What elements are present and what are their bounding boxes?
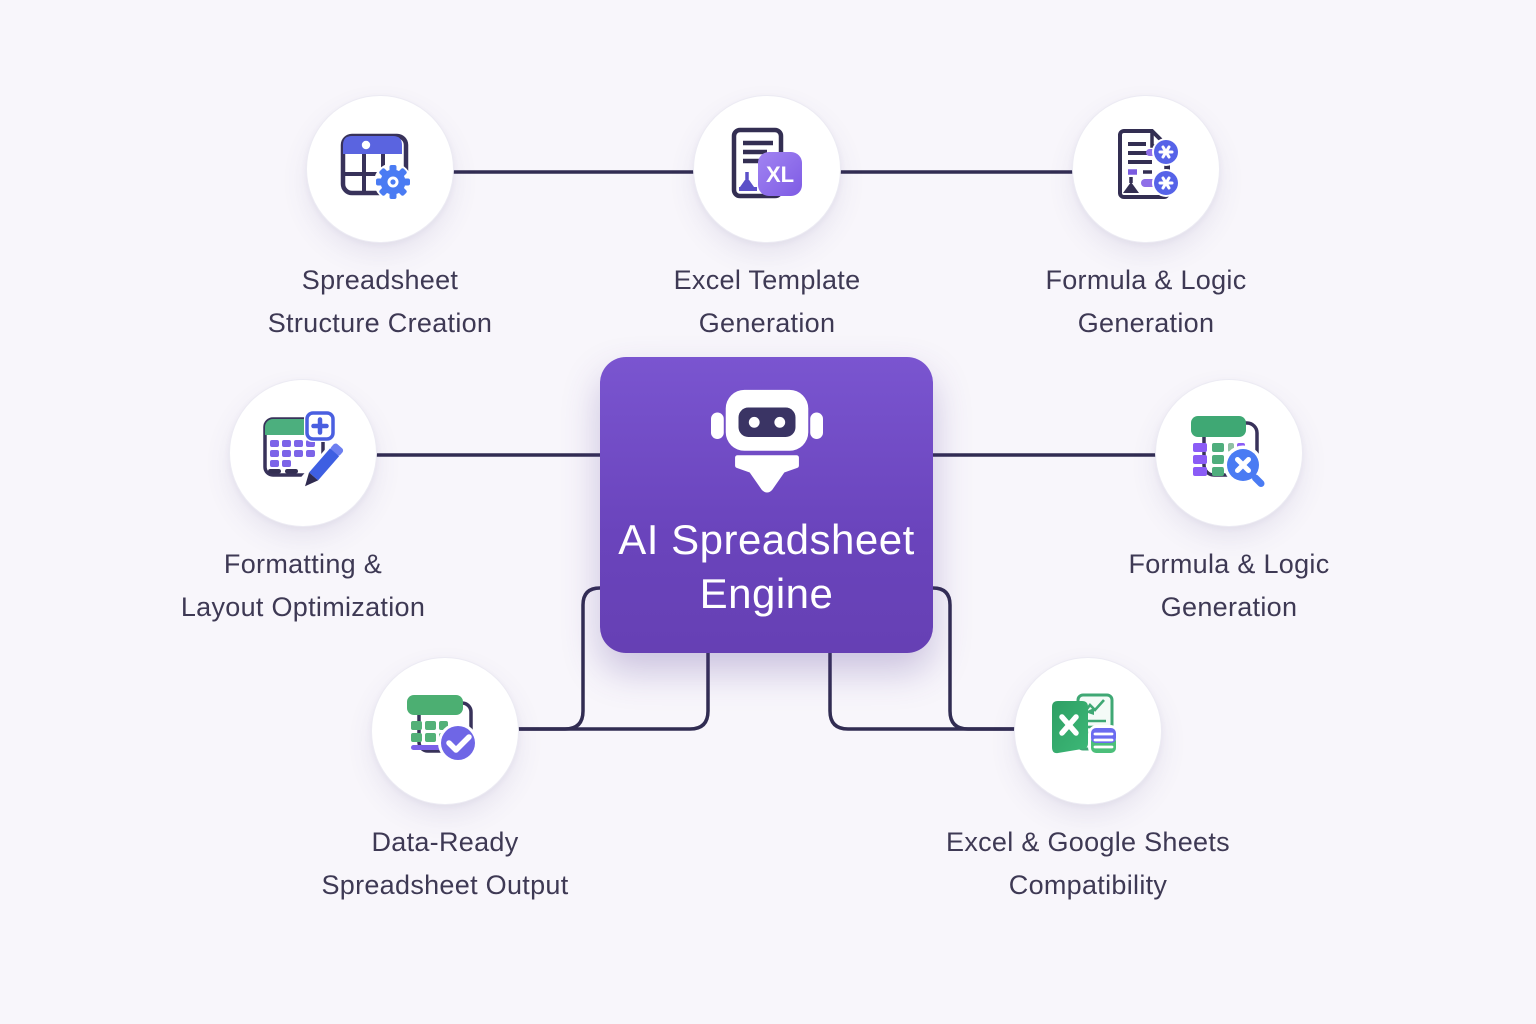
- node-excel-google-sheets-compatibility: Excel & Google Sheets Compatibility: [898, 657, 1278, 907]
- formula-logic-table-icon-circle: [1155, 379, 1303, 527]
- xl-badge-text: XL: [766, 162, 794, 187]
- node-label-line: Excel & Google Sheets: [946, 827, 1230, 857]
- node-label-line: Generation: [698, 308, 836, 338]
- node-formula-logic-generation-right: Formula & Logic Generation: [1039, 379, 1419, 629]
- ai-engine-box: AI Spreadsheet Engine: [600, 357, 933, 653]
- node-spreadsheet-structure-creation: Spreadsheet Structure Creation: [190, 95, 570, 345]
- node-label-line: Data-Ready: [371, 827, 519, 857]
- spreadsheet-gear-icon: [340, 133, 412, 201]
- node-formula-logic-generation-top: Formula & Logic Generation: [956, 95, 1336, 345]
- node-label-line: Formula & Logic: [1128, 549, 1330, 579]
- node-formatting-layout-optimization: Formatting & Layout Optimization: [113, 379, 493, 629]
- node-label-line: Generation: [1077, 308, 1215, 338]
- node-label-line: Spreadsheet: [301, 265, 459, 295]
- engine-title-line-2: Engine: [699, 570, 834, 617]
- node-label-line: Structure Creation: [267, 308, 493, 338]
- node-label: Data-Ready Spreadsheet Output: [255, 821, 635, 907]
- robot-icon: [710, 389, 823, 493]
- excel-sheets-icon: [1052, 693, 1119, 756]
- node-label-line: Compatibility: [1008, 870, 1168, 900]
- engine-title-line-1: AI Spreadsheet: [618, 516, 915, 563]
- excel-sheets-icon-circle: [1014, 657, 1162, 805]
- node-label-line: Spreadsheet Output: [321, 870, 569, 900]
- formatting-icon-circle: [229, 379, 377, 527]
- node-label-line: Layout Optimization: [180, 592, 426, 622]
- table-search-icon: [1191, 416, 1265, 487]
- document-xl-icon: XL: [731, 127, 802, 199]
- node-label-line: Formula & Logic: [1045, 265, 1247, 295]
- node-excel-template-generation: XL Excel Template Generation: [577, 95, 957, 345]
- document-functions-icon: [1118, 129, 1180, 199]
- node-label: Formula & Logic Generation: [956, 259, 1336, 345]
- formula-logic-doc-icon-circle: [1072, 95, 1220, 243]
- node-label: Spreadsheet Structure Creation: [190, 259, 570, 345]
- data-ready-icon-circle: [371, 657, 519, 805]
- node-label-line: Formatting &: [223, 549, 383, 579]
- excel-template-icon-circle: XL: [693, 95, 841, 243]
- connector-boxbottom-to-bottomleft: [517, 649, 710, 731]
- table-check-icon: [407, 695, 478, 763]
- connector-boxbottom-to-bottomright: [828, 649, 1018, 731]
- node-label: Formula & Logic Generation: [1039, 543, 1419, 629]
- engine-title: AI Spreadsheet Engine: [618, 513, 915, 621]
- node-label: Excel & Google Sheets Compatibility: [898, 821, 1278, 907]
- table-pencil-icon: [263, 410, 346, 491]
- node-label: Formatting & Layout Optimization: [113, 543, 493, 629]
- spreadsheet-structure-icon-circle: [306, 95, 454, 243]
- node-label-line: Generation: [1160, 592, 1298, 622]
- node-label-line: Excel Template: [673, 265, 861, 295]
- node-data-ready-spreadsheet-output: Data-Ready Spreadsheet Output: [255, 657, 635, 907]
- node-label: Excel Template Generation: [577, 259, 957, 345]
